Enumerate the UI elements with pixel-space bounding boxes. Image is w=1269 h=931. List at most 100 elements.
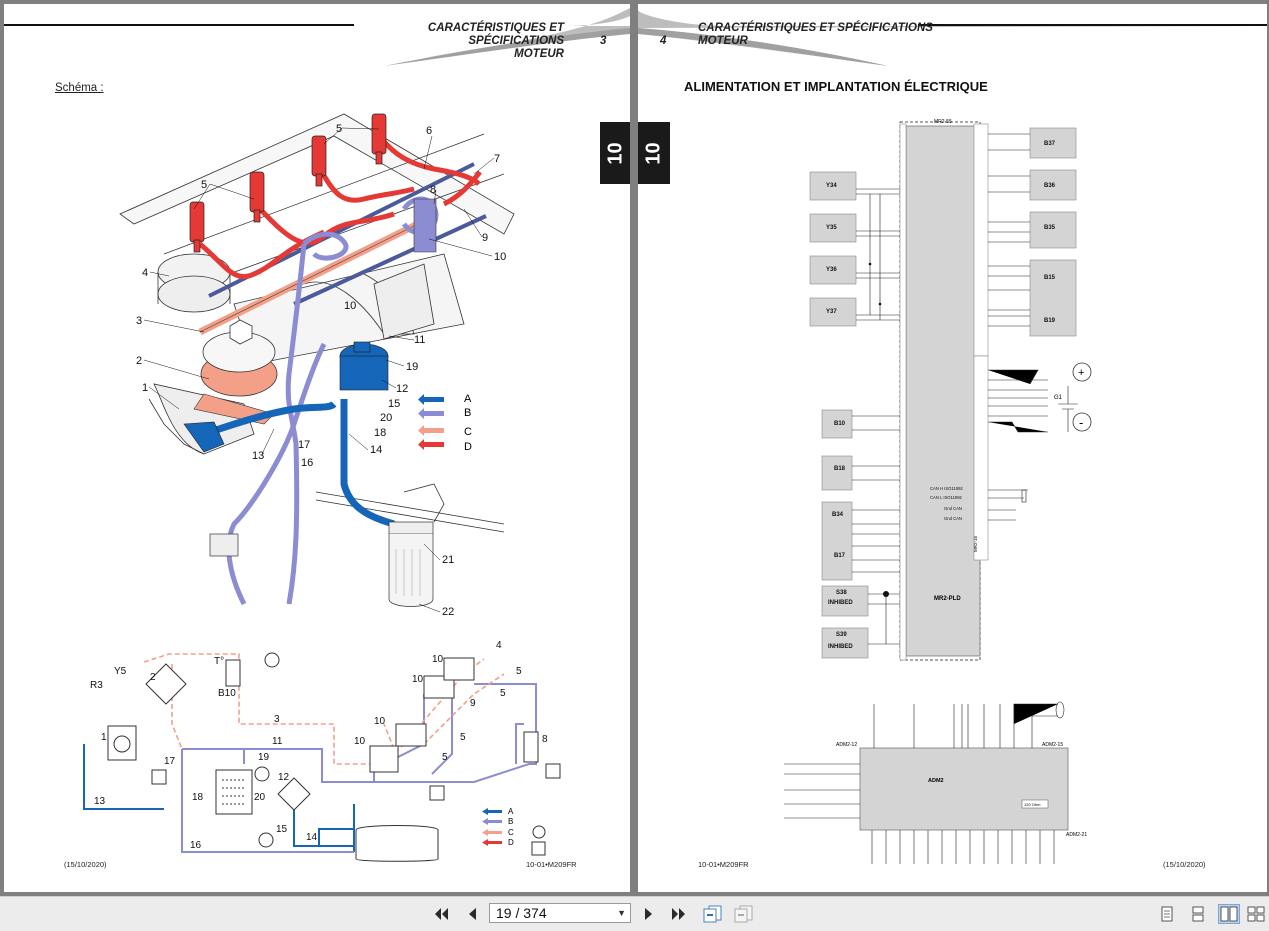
svg-text:13: 13 bbox=[252, 450, 264, 462]
legend-a: A bbox=[464, 393, 472, 405]
comp-s39: S39 bbox=[836, 632, 847, 638]
page-number-input[interactable]: 19 / 374 ▼ bbox=[489, 903, 631, 923]
single-page-icon bbox=[1161, 906, 1173, 922]
left-header-swoosh bbox=[4, 8, 630, 66]
header-line1: CARACTÉRISTIQUES ET SPÉCIFICATIONS bbox=[427, 22, 564, 47]
previous-page-button[interactable] bbox=[463, 905, 481, 923]
comp-b15: B15 bbox=[1044, 275, 1056, 281]
dlegend-d: D bbox=[508, 838, 514, 847]
label-11: 11 bbox=[272, 736, 283, 747]
two-page-continuous-button[interactable] bbox=[1246, 904, 1266, 924]
legend-b: B bbox=[464, 407, 471, 419]
previous-page-icon bbox=[469, 908, 476, 920]
left-page: CARACTÉRISTIQUES ET SPÉCIFICATIONS MOTEU… bbox=[4, 4, 630, 892]
first-page-button[interactable] bbox=[432, 905, 450, 923]
svg-text:5: 5 bbox=[201, 179, 207, 191]
can-l: CAN L ISO11992 bbox=[930, 495, 963, 500]
continuous-icon bbox=[1192, 906, 1204, 922]
gnd-can-2: Gnd CAN bbox=[944, 516, 962, 521]
comp-b17: B17 bbox=[834, 553, 846, 559]
svg-text:8: 8 bbox=[430, 184, 436, 196]
connector-side: MR2-16 bbox=[973, 535, 978, 552]
next-page-icon bbox=[645, 908, 652, 920]
header-rule bbox=[4, 24, 354, 26]
svg-text:18: 18 bbox=[374, 427, 386, 439]
footer-date-right: (15/10/2020) bbox=[1163, 860, 1206, 869]
page-number: 3 bbox=[600, 35, 607, 47]
continuous-view-button[interactable] bbox=[1187, 904, 1209, 924]
comp-s38-sub: INHIBED bbox=[828, 600, 853, 606]
next-page-button[interactable] bbox=[640, 905, 658, 923]
comp-b36: B36 bbox=[1044, 183, 1056, 189]
gnd-can-1: Gnd CAN bbox=[944, 506, 962, 511]
page-title: ALIMENTATION ET IMPLANTATION ÉLECTRIQUE bbox=[684, 79, 988, 94]
last-page-button[interactable] bbox=[670, 905, 688, 923]
svg-text:11: 11 bbox=[414, 334, 425, 346]
comp-y34: Y34 bbox=[826, 183, 837, 189]
go-forward-button[interactable] bbox=[733, 905, 755, 923]
chevron-down-icon[interactable]: ▼ bbox=[617, 908, 626, 918]
svg-text:15: 15 bbox=[388, 398, 400, 410]
label-9: 9 bbox=[470, 698, 476, 709]
section-tab: 10 bbox=[600, 122, 630, 184]
battery-plus: + bbox=[1078, 367, 1084, 379]
svg-text:14: 14 bbox=[370, 444, 382, 456]
go-forward-icon bbox=[734, 905, 753, 923]
label-5d: 5 bbox=[442, 752, 448, 763]
header-title: CARACTÉRISTIQUES ET SPÉCIFICATIONS MOTEU… bbox=[348, 22, 564, 61]
svg-text:7: 7 bbox=[494, 153, 500, 165]
label-2: 2 bbox=[150, 672, 156, 683]
label-20: 20 bbox=[254, 792, 266, 803]
adm-top-left: ADM2-12 bbox=[836, 742, 857, 748]
viewer-toolbar: 19 / 374 ▼ bbox=[0, 896, 1269, 931]
label-5c: 5 bbox=[460, 732, 466, 743]
battery-minus: - bbox=[1079, 415, 1083, 430]
header-title-right: CARACTÉRISTIQUES ET SPÉCIFICATIONS MOTEU… bbox=[698, 22, 933, 48]
label-14: 14 bbox=[306, 832, 318, 843]
label-8: 8 bbox=[542, 734, 548, 745]
svg-text:17: 17 bbox=[298, 439, 310, 451]
header-line2: MOTEUR bbox=[514, 48, 564, 60]
right-page: 10 4 CARACTÉRISTIQUES ET SPÉCIFICATIONS … bbox=[638, 4, 1267, 892]
go-back-button[interactable] bbox=[702, 905, 724, 923]
comp-s38: S38 bbox=[836, 590, 847, 596]
single-page-view-button[interactable] bbox=[1156, 904, 1178, 924]
comp-b10: B10 bbox=[834, 421, 846, 427]
svg-text:21: 21 bbox=[442, 554, 454, 566]
go-back-icon bbox=[703, 905, 722, 923]
adm-resistor: 120 Ohm bbox=[1024, 802, 1041, 807]
last-page-icon bbox=[672, 908, 685, 920]
svg-text:4: 4 bbox=[142, 267, 148, 279]
label-15: 15 bbox=[276, 824, 288, 835]
connector-label: MR2-55 bbox=[934, 119, 952, 125]
header-rule-right bbox=[918, 24, 1267, 26]
footer-code: 10-01•M209FR bbox=[526, 860, 577, 869]
adm-label: ADM2 bbox=[928, 778, 944, 784]
electrical-diagram: MR2-55 MR2-PLD MR2-16 Y34 Y35 Y36 Y37 B1… bbox=[784, 119, 1092, 864]
comp-s39-sub: INHIBED bbox=[828, 644, 853, 650]
dlegend-c: C bbox=[508, 828, 514, 837]
schema-label: Schéma : bbox=[55, 82, 104, 94]
label-4: 4 bbox=[496, 640, 502, 651]
label-1: 1 bbox=[101, 732, 107, 743]
footer-date: (15/10/2020) bbox=[64, 860, 107, 869]
svg-text:1: 1 bbox=[142, 382, 148, 394]
label-10d: 10 bbox=[354, 736, 366, 747]
two-page-view-button[interactable] bbox=[1218, 904, 1240, 924]
header-line2-right: MOTEUR bbox=[698, 35, 748, 47]
label-5b: 5 bbox=[500, 688, 506, 699]
fuel-circuit-schematic: R3 Y5 2 B10 T° 1 17 18 13 19 12 20 15 14… bbox=[83, 640, 561, 862]
comp-b19: B19 bbox=[1044, 318, 1056, 324]
comp-b34: B34 bbox=[832, 512, 844, 518]
svg-text:6: 6 bbox=[426, 125, 432, 137]
comp-b18: B18 bbox=[834, 466, 846, 472]
label-10c: 10 bbox=[374, 716, 386, 727]
svg-text:9: 9 bbox=[482, 232, 488, 244]
legend-d: D bbox=[464, 441, 472, 453]
label-18: 18 bbox=[192, 792, 204, 803]
page-indicator: 19 / 374 bbox=[496, 905, 547, 921]
two-page-continuous-icon bbox=[1247, 906, 1265, 922]
adm-bottom-right: ADM2-21 bbox=[1066, 832, 1087, 838]
right-header-swoosh bbox=[638, 10, 1267, 66]
first-page-icon bbox=[435, 908, 448, 920]
